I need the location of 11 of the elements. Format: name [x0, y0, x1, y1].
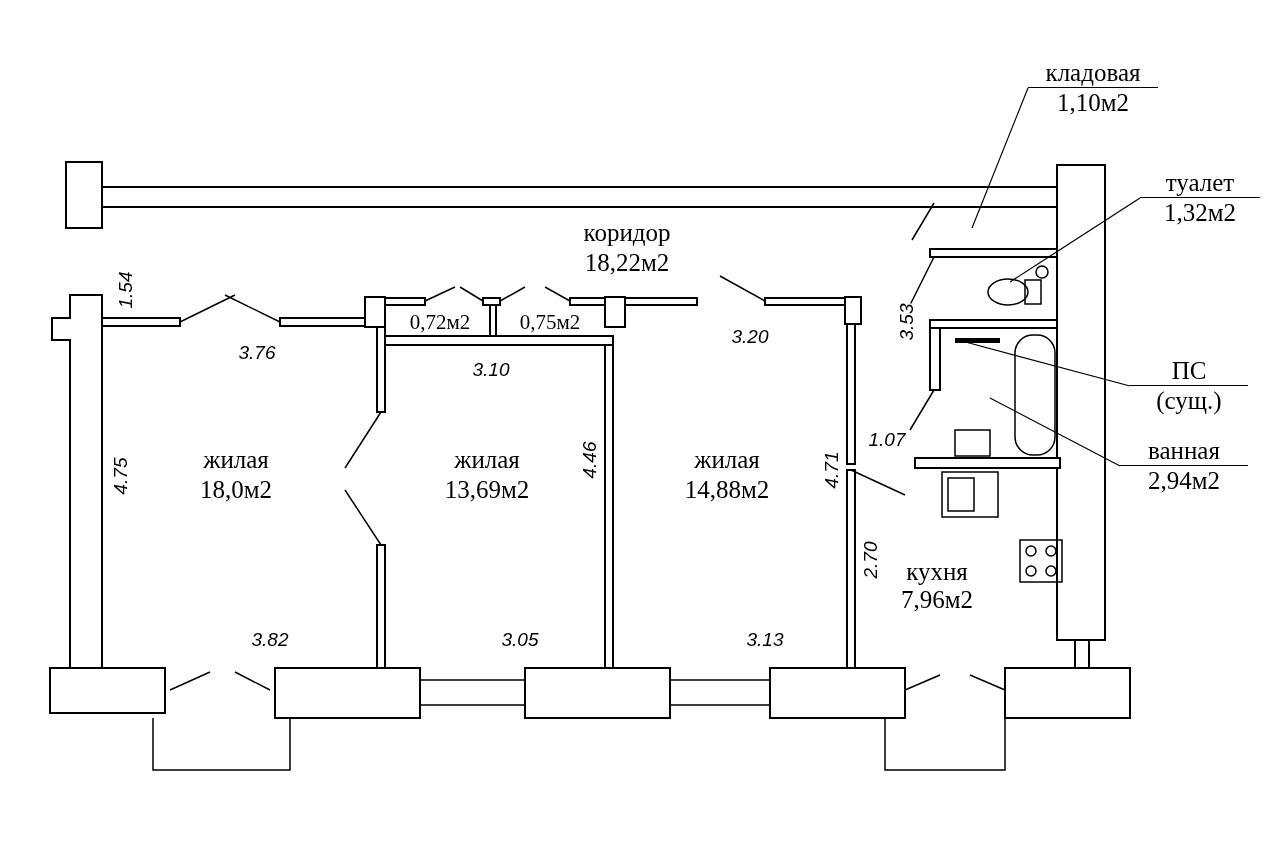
callout-label: 1,10м2	[1055, 88, 1131, 117]
leader-line	[1009, 197, 1141, 283]
callout-label: (сущ.)	[1155, 386, 1223, 415]
callout-label: 1,32м2	[1162, 198, 1238, 227]
callout-label: кладовая	[1028, 58, 1158, 88]
callout-label: 2,94м2	[1146, 466, 1222, 495]
leader-line	[989, 397, 1121, 467]
callout-label: ванная	[1120, 436, 1248, 466]
callout-label: туалет	[1140, 168, 1260, 198]
callout-label: ПС	[1130, 356, 1248, 386]
leader-line	[971, 87, 1029, 229]
